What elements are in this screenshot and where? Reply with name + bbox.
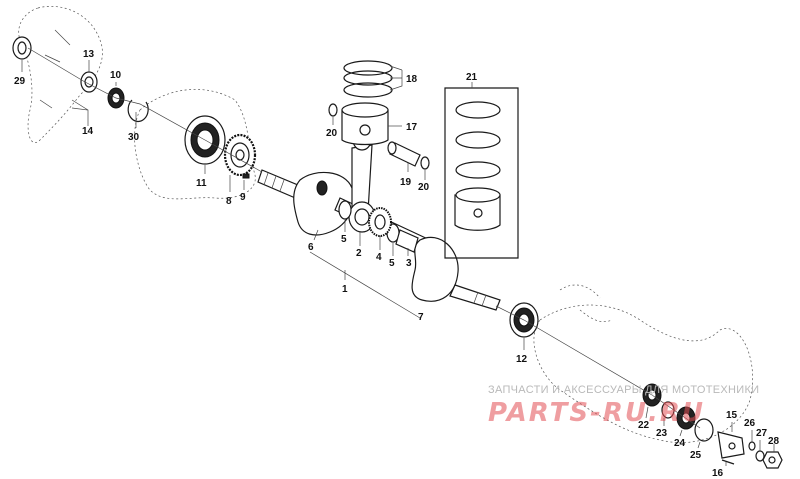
label-1: 1	[342, 284, 348, 295]
label-15: 15	[726, 410, 738, 421]
part-29-seal	[12, 36, 32, 60]
label-19: 19	[400, 177, 412, 188]
label-28: 28	[768, 436, 780, 447]
label-9: 9	[240, 192, 246, 203]
part-17-piston	[341, 102, 389, 146]
label-11: 11	[196, 178, 207, 189]
label-26: 26	[744, 418, 756, 429]
part-9-key	[242, 173, 250, 179]
label-16: 16	[712, 468, 724, 479]
label-4: 4	[376, 252, 382, 263]
label-20b: 20	[418, 182, 430, 193]
label-5a: 5	[341, 234, 347, 245]
part-30-circlip	[127, 99, 149, 122]
label-21: 21	[466, 72, 478, 83]
part-22-seal	[642, 383, 662, 407]
leader-lines	[21, 60, 775, 466]
label-5b: 5	[389, 258, 395, 269]
label-23: 23	[656, 428, 668, 439]
part-16-bolt	[721, 459, 735, 465]
label-6: 6	[308, 242, 314, 253]
label-13: 13	[83, 49, 95, 60]
label-10: 10	[110, 70, 122, 81]
label-25: 25	[690, 450, 702, 461]
axis-lines	[27, 47, 701, 429]
part-4-needle-bearing	[368, 207, 392, 237]
label-12: 12	[516, 354, 528, 365]
part-21-piston-kit	[444, 87, 519, 259]
part-15-plate	[717, 431, 745, 459]
left-crankcase-outline	[18, 5, 256, 200]
right-crankcase-outline	[533, 284, 754, 443]
label-2: 2	[356, 248, 362, 259]
label-20a: 20	[326, 128, 338, 139]
label-14: 14	[82, 126, 94, 137]
part-25-oring	[694, 418, 714, 442]
label-24: 24	[674, 438, 686, 449]
label-18: 18	[406, 74, 418, 85]
part-8-drive-gear	[223, 133, 257, 177]
part-28-nut	[762, 451, 783, 469]
part-20-clip-a	[328, 103, 338, 117]
part-26-washer	[748, 441, 756, 451]
part-20-clip-b	[420, 156, 430, 170]
part-13-seal	[80, 71, 98, 93]
watermark-logo: PARTS-RU.RU	[488, 398, 706, 428]
watermark-caption: ЗАПЧАСТИ И АКСЕССУАРЫ ДЛЯ МОТОТЕХНИКИ	[488, 384, 760, 396]
label-22: 22	[638, 420, 650, 431]
label-3: 3	[406, 258, 412, 269]
label-27: 27	[756, 428, 768, 439]
part-18-piston-rings	[343, 60, 393, 98]
part-5-washer-left	[338, 200, 352, 220]
label-8: 8	[226, 196, 232, 207]
label-30: 30	[128, 132, 140, 143]
part-3-crank-pin	[395, 229, 419, 253]
label-17: 17	[406, 122, 418, 133]
label-7: 7	[418, 312, 424, 323]
part-19-piston-pin	[387, 141, 421, 167]
label-29: 29	[14, 76, 26, 87]
part-labels: 29 13 10 14 30 11 8 9 6 5 2 4 5 3 1 7 18…	[14, 49, 780, 479]
